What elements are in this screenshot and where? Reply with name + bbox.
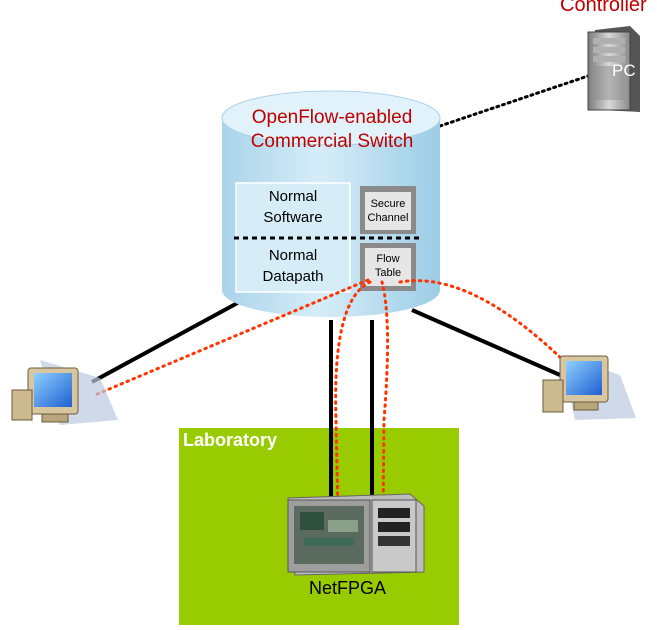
flow-table-line1: Flow xyxy=(376,253,400,265)
normal-software-line1: Normal xyxy=(268,188,318,205)
switch-title: OpenFlow-enabled Commercial Switch xyxy=(222,106,442,154)
normal-datapath-label: Normal Datapath xyxy=(236,245,350,287)
computer-right-icon xyxy=(542,355,636,420)
server-icon xyxy=(587,26,640,112)
netfpga-label: NetFPGA xyxy=(309,578,387,598)
secure-channel-line2: Channel xyxy=(367,212,409,224)
controller-label: Controller xyxy=(560,0,647,16)
flow-table-line2: Table xyxy=(374,267,402,279)
flow-path-right xyxy=(398,279,567,364)
flow-path-netfpga-a xyxy=(334,280,372,517)
pc-text: PC xyxy=(612,61,636,80)
normal-software-line2: Software xyxy=(263,209,323,226)
laboratory-label: Laboratory xyxy=(183,430,278,450)
secure-channel-label: Secure Channel xyxy=(363,197,413,225)
normal-datapath-line1: Normal xyxy=(268,247,318,264)
normal-datapath-line2: Datapath xyxy=(262,268,324,285)
netfpga-icon xyxy=(287,493,425,576)
switch-title-line2: Commercial Switch xyxy=(250,131,414,152)
flow-paths xyxy=(93,278,567,523)
flow-table-box xyxy=(365,248,411,286)
link-right-computer xyxy=(411,308,561,377)
openflow-switch xyxy=(221,90,441,317)
flow-table-label: Flow Table xyxy=(363,252,413,280)
secure-channel-box xyxy=(365,192,411,230)
switch-title-line1: OpenFlow-enabled xyxy=(251,107,413,128)
link-left-computer xyxy=(91,298,244,384)
flow-path-netfpga-b xyxy=(380,280,390,517)
secure-channel-line1: Secure xyxy=(370,198,406,210)
controller-link xyxy=(438,74,590,128)
flow-path-left xyxy=(93,278,370,397)
computer-left-icon xyxy=(11,360,118,425)
normal-software-label: Normal Software xyxy=(236,186,350,228)
